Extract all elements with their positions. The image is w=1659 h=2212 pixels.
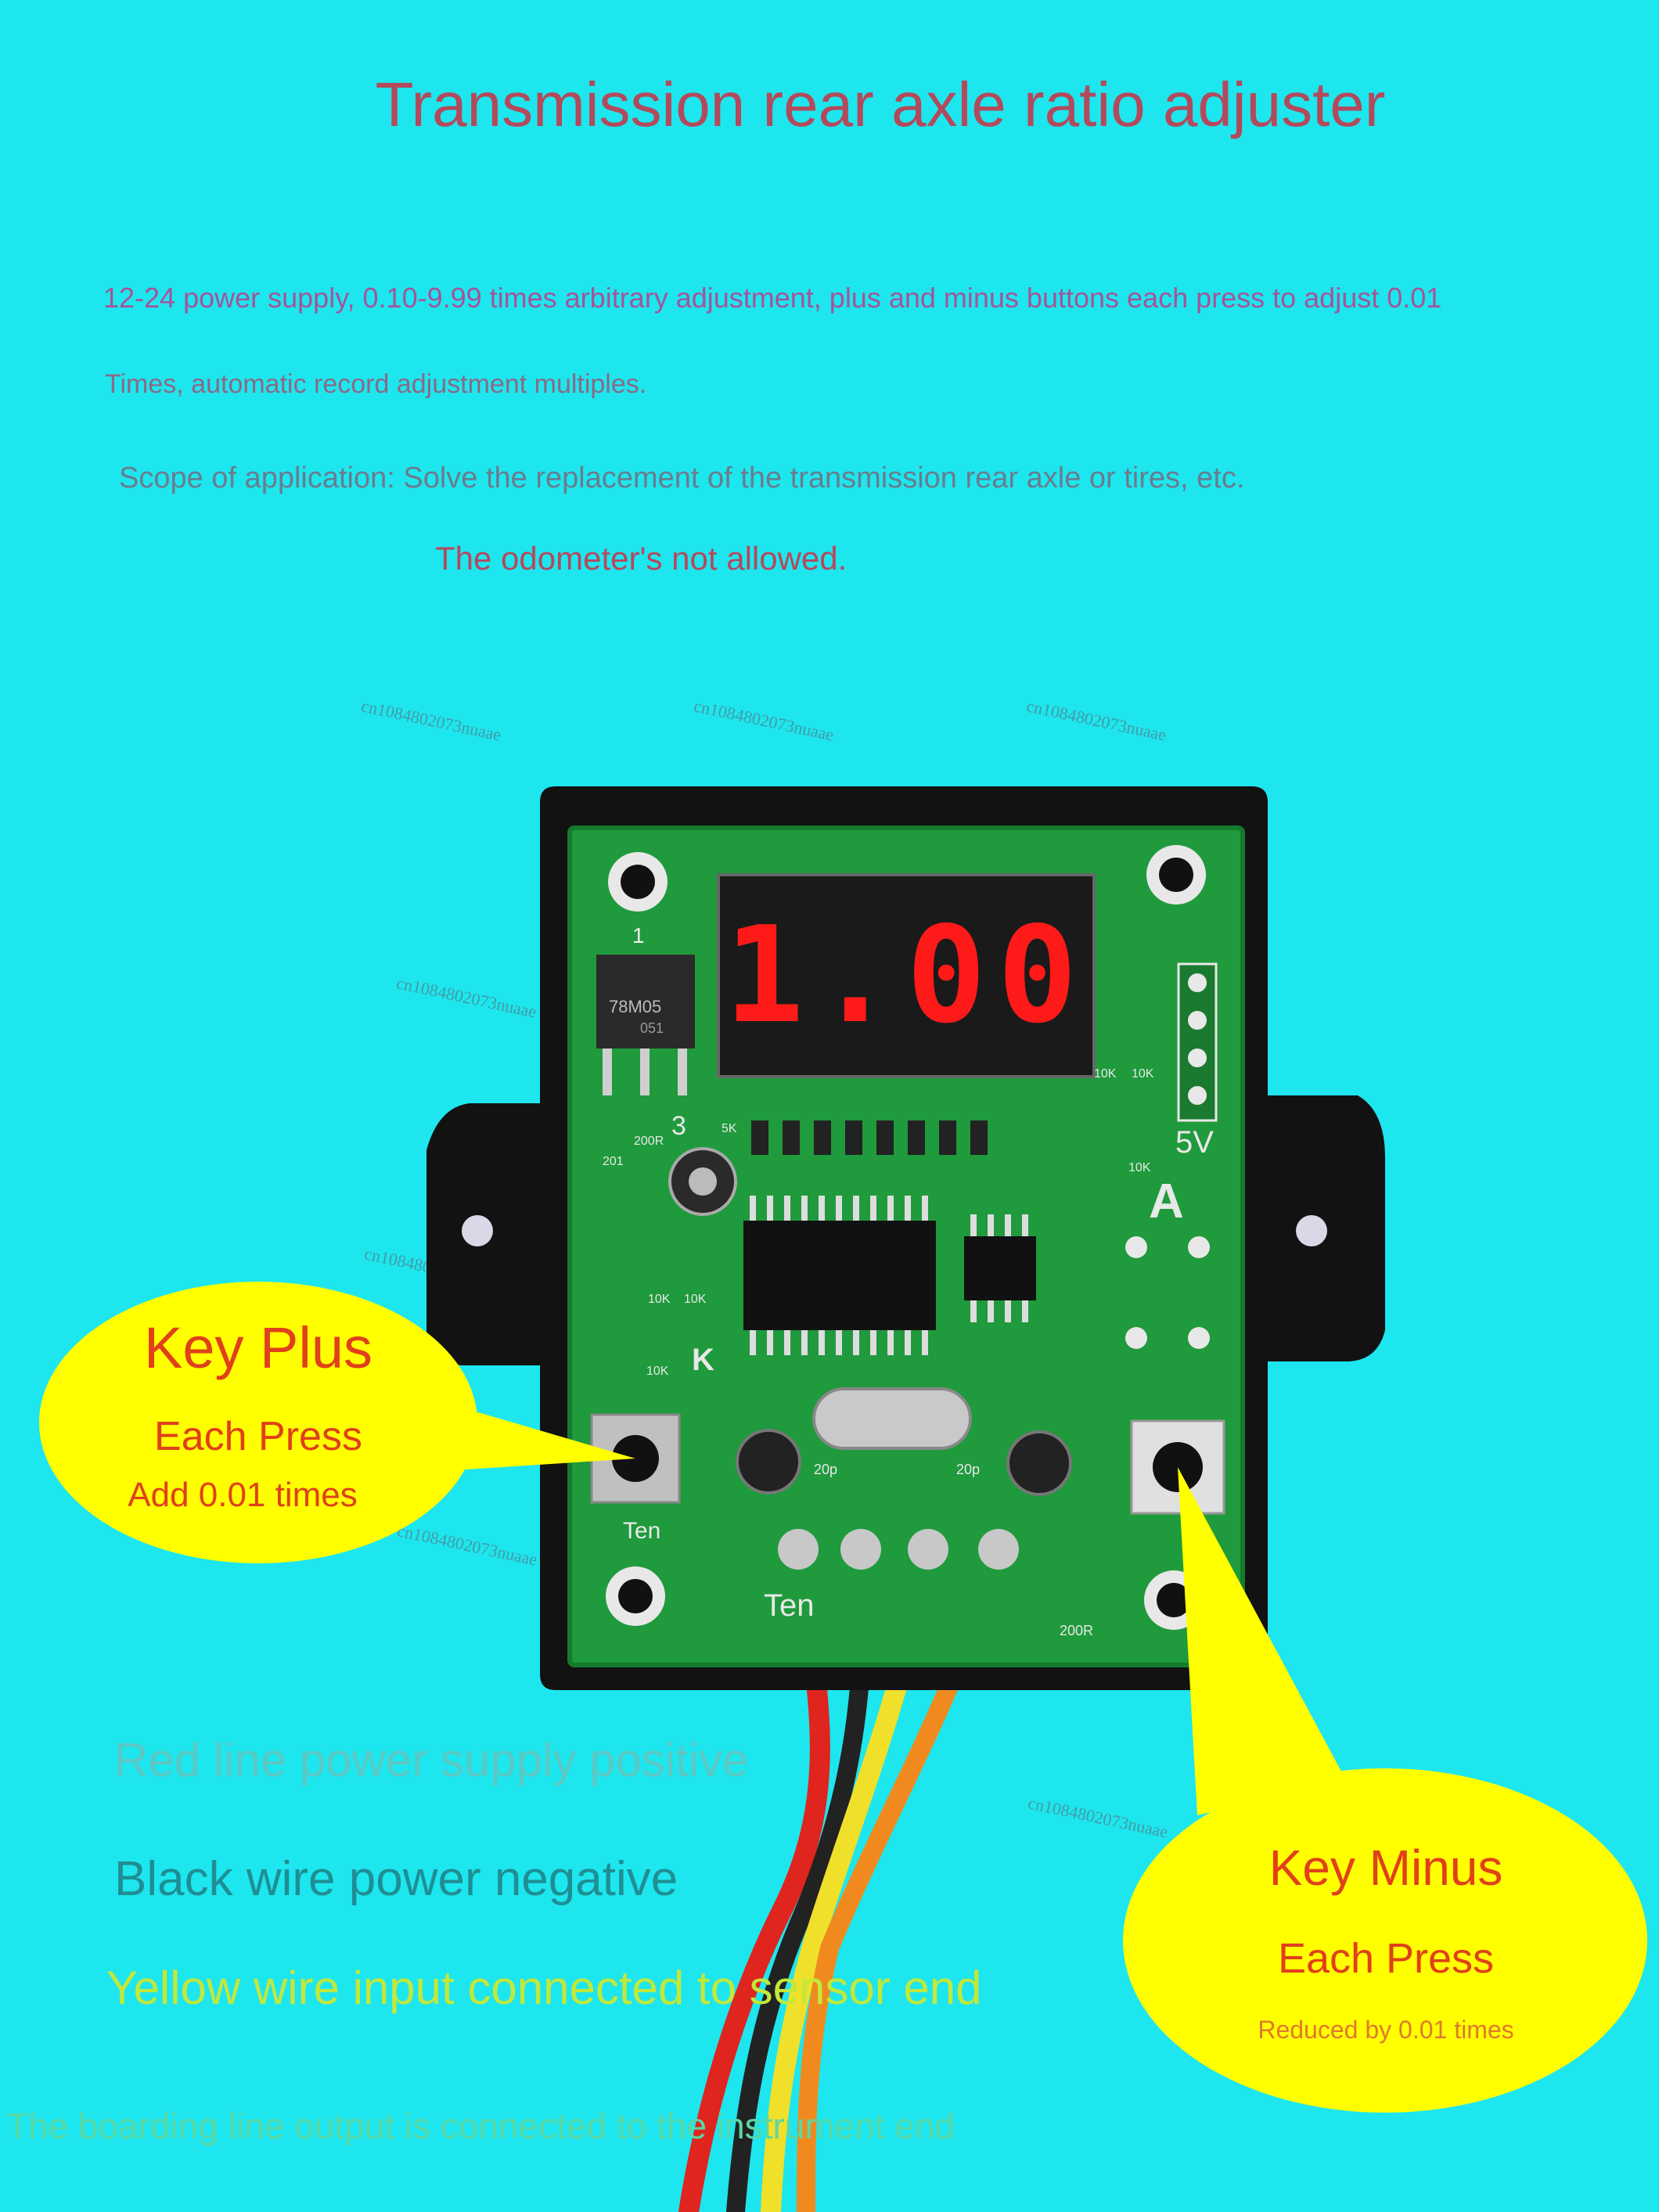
scope-text: Scope of application: Solve the replacem… bbox=[119, 462, 1245, 495]
display-readout: 1.00 bbox=[724, 894, 1085, 1058]
resistor-array bbox=[751, 1120, 988, 1155]
crystal-oscillator bbox=[812, 1387, 972, 1450]
black-wire-label: Black wire power negative bbox=[114, 1852, 678, 1906]
regulator-sublabel: 051 bbox=[640, 1020, 664, 1036]
yellow-wire-label: Yellow wire input connected to sensor en… bbox=[106, 1962, 982, 2014]
r-10k-label-d: 10K bbox=[648, 1293, 671, 1306]
display-value: 1.00 bbox=[724, 898, 1089, 1053]
r-201-label: 201 bbox=[603, 1155, 624, 1168]
r-10k-label-e: 10K bbox=[684, 1293, 707, 1306]
screws bbox=[736, 1429, 1072, 1496]
callout-minus-shape bbox=[1123, 1467, 1647, 2113]
ten-label-bottom: Ten bbox=[764, 1588, 815, 1623]
electrolytic-capacitor bbox=[668, 1147, 737, 1216]
r-200r-label-b: 200R bbox=[1060, 1623, 1094, 1638]
voltage-label: 5V bbox=[1175, 1125, 1214, 1160]
callout-minus-line2: Reduced by 0.01 times bbox=[1258, 2016, 1514, 2044]
regulator-label: 78M05 bbox=[609, 997, 662, 1016]
description-line-2: Times, automatic record adjustment multi… bbox=[105, 369, 647, 399]
callout-plus-line2: Add 0.01 times bbox=[128, 1476, 358, 1514]
callout-minus-line1: Each Press bbox=[1277, 1935, 1495, 1982]
seven-segment-display bbox=[717, 873, 1096, 1078]
cap-3-label: 3 bbox=[671, 1111, 686, 1141]
r-200r-label: 200R bbox=[634, 1135, 664, 1148]
board-mark: A bbox=[1149, 1174, 1184, 1228]
r-10k-label-b: 10K bbox=[1132, 1067, 1154, 1081]
odometer-note: The odometer's not allowed. bbox=[435, 540, 847, 577]
pcb-vias bbox=[1125, 1236, 1210, 1349]
voltage-regulator bbox=[596, 955, 695, 1095]
r-10k-label-c: 10K bbox=[1128, 1161, 1151, 1174]
callout-key-minus: Key Minus Each Press Reduced by 0.01 tim… bbox=[1124, 1768, 1648, 2113]
red-wire-label: Red line power supply positive bbox=[114, 1734, 749, 1786]
silk-k-label: K bbox=[692, 1343, 714, 1377]
pin-header bbox=[1177, 962, 1218, 1122]
r-10k-label-a: 10K bbox=[1094, 1067, 1117, 1081]
pin-1-label: 1 bbox=[632, 923, 645, 948]
r-5k-label: 5K bbox=[722, 1122, 737, 1135]
c-20p-label-a: 20p bbox=[814, 1462, 838, 1477]
callout-plus-title: Key Plus bbox=[143, 1315, 373, 1380]
callout-plus-shape bbox=[39, 1282, 635, 1563]
callout-plus-line1: Each Press bbox=[154, 1414, 362, 1459]
eeprom-chip bbox=[964, 1214, 1036, 1322]
page-title: Transmission rear axle ratio adjuster bbox=[375, 70, 1386, 139]
r-10k-label-f: 10K bbox=[646, 1365, 669, 1378]
description-line-1: 12-24 power supply, 0.10-9.99 times arbi… bbox=[103, 282, 1442, 314]
mount-hole-right bbox=[1296, 1215, 1327, 1246]
callout-minus-title: Key Minus bbox=[1269, 1840, 1503, 1896]
mount-hole-left bbox=[462, 1215, 493, 1246]
ten-label-left: Ten bbox=[623, 1518, 661, 1544]
mcu-chip bbox=[743, 1196, 936, 1355]
c-20p-label-b: 20p bbox=[956, 1462, 981, 1477]
wire-pads bbox=[778, 1529, 1019, 1570]
output-wire-label: The boarding line output is connected to… bbox=[6, 2106, 955, 2146]
callout-key-plus: Key Plus Each Press Add 0.01 times bbox=[39, 1282, 477, 1563]
pcb-board bbox=[567, 825, 1245, 1667]
